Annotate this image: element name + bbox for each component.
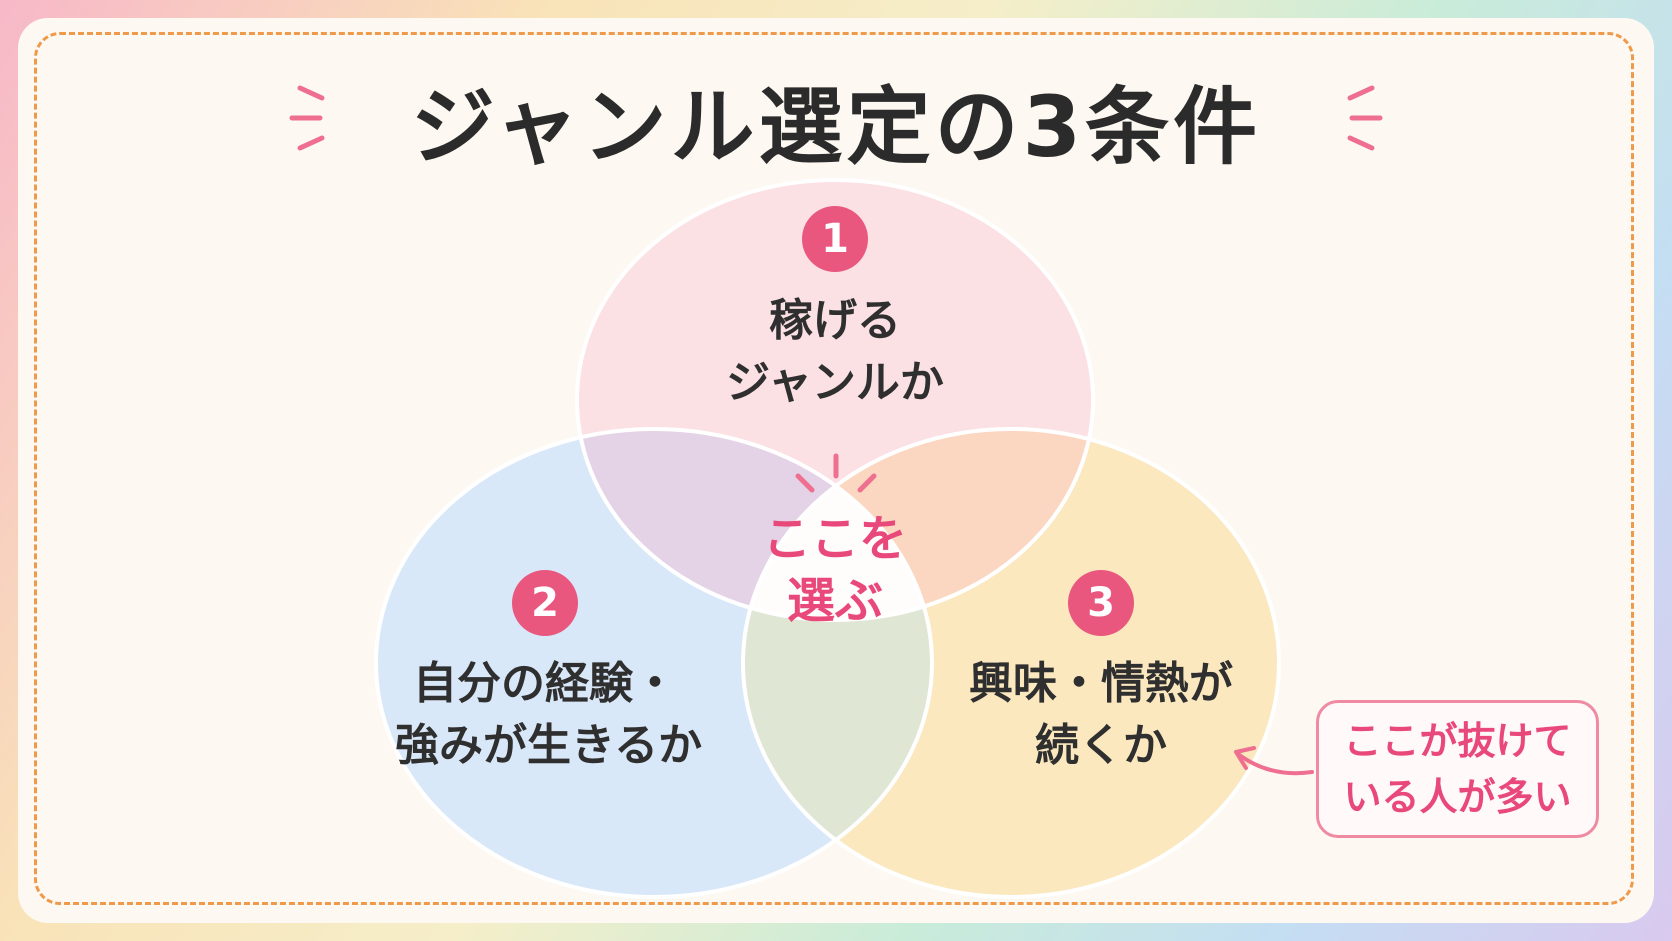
center-label: ここを 選ぶ [735,508,935,632]
page-title: ジャンル選定の3条件 [410,78,1262,176]
dashed-frame [34,32,1634,905]
circle-3-line2: 続くか [1035,720,1167,771]
overlap-center [743,429,932,620]
circle-1-line2: ジャンルか [726,357,944,408]
circle-3-line1: 興味・情熱が [969,658,1233,709]
callout-box: ここが抜けて いる人が多い [1316,700,1599,838]
title-sparkle-right-icon [1347,85,1383,151]
center-sparkle-icon [795,453,877,493]
badge-1: 1 [802,206,868,272]
center-line1: ここを [762,511,907,567]
circle-2-label: 自分の経験・ 強みが生きるか [395,653,703,777]
callout-line2: いる人が多い [1343,775,1572,819]
circle-2-line2: 強みが生きるか [395,720,703,771]
callout-arrow-icon [1234,746,1314,776]
callout-line1: ここが抜けて [1343,719,1572,763]
circle-1-line1: 稼げる [769,295,901,346]
title-sparkle-left-icon [289,85,325,151]
circle-1-label: 稼げる ジャンルか [685,290,985,414]
badge-2: 2 [512,570,578,636]
circle-2-line1: 自分の経験・ [413,658,677,709]
center-line2: 選ぶ [786,573,883,629]
badge-3: 3 [1068,570,1134,636]
circle-3-label: 興味・情熱が 続くか [951,653,1251,777]
